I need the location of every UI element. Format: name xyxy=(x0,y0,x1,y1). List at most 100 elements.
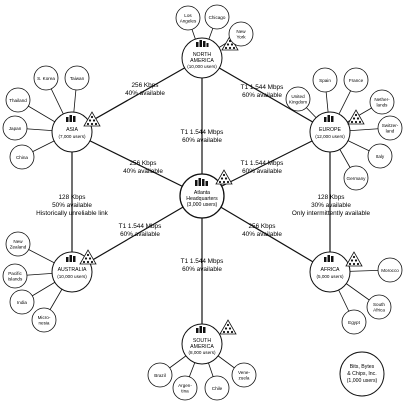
site-label: lands xyxy=(377,103,389,108)
site-node: Egypt xyxy=(341,309,367,335)
server-pyramid-icon xyxy=(79,249,97,265)
asia-na-avail: 40% available xyxy=(125,90,165,97)
sa-line1: SOUTH xyxy=(193,338,211,344)
link-labels: 256 Kbps 40% available T1 1.544 Mbps 60%… xyxy=(36,82,370,273)
region-africa: AFRICA (5,000 users) xyxy=(309,251,351,293)
na-line1: NORTH xyxy=(193,52,212,58)
link-hub-africa xyxy=(201,195,331,273)
site-label: New xyxy=(13,239,23,244)
asia-na-rate: 256 Kbps xyxy=(131,82,158,89)
site-node: Spain xyxy=(312,67,338,93)
site-label: Chile xyxy=(212,386,223,391)
site-label: Pacific xyxy=(8,271,22,276)
hub-australia-rate: T1 1.544 Mbps xyxy=(119,223,162,230)
na-europe-avail: 60% available xyxy=(242,92,282,99)
site-label: Egypt xyxy=(348,320,360,325)
hub-line2: Headquarters xyxy=(186,196,218,202)
na-europe-rate: T1 1.544 Mbps xyxy=(241,84,284,91)
site-label: Kingdom xyxy=(289,100,307,105)
hub-sa-rate: T1 1.544 Mbps xyxy=(181,258,224,265)
hub-africa-avail: 40% available xyxy=(242,231,282,238)
site-label: New xyxy=(236,29,246,34)
australia-line1: AUSTRALIA xyxy=(58,267,87,273)
site-label: Thailand xyxy=(9,98,27,103)
site-label: Argen- xyxy=(178,383,192,388)
site-label: Switzer- xyxy=(382,123,399,128)
site-label: Germany xyxy=(347,176,367,181)
site-label: Taiwan xyxy=(70,76,85,81)
asia-line1: ASIA xyxy=(66,127,78,133)
site-label: Africa xyxy=(373,308,385,313)
site-node: India xyxy=(9,289,35,315)
site-node: Japan xyxy=(2,115,28,141)
africa-line2: (5,000 users) xyxy=(316,274,344,279)
hub-australia-avail: 60% available xyxy=(120,231,160,238)
company-line3: (1,000 users) xyxy=(347,378,378,384)
site-node: Micro-nesia xyxy=(31,307,57,333)
company-line2: & Chips, Inc. xyxy=(347,371,376,377)
region-asia: ASIA (7,000 users) xyxy=(51,111,93,153)
server-pyramid-icon xyxy=(347,109,365,125)
site-node: Chicago xyxy=(204,4,230,30)
site-node: S. Korea xyxy=(33,65,59,91)
sa-line3: (8,000 users) xyxy=(188,350,216,355)
africa-line1: AFRICA xyxy=(320,267,340,273)
site-label: Islands xyxy=(8,277,23,282)
link-asia-hub xyxy=(71,131,203,197)
site-node: Italy xyxy=(367,143,393,169)
site-node: Switzer-land xyxy=(377,115,403,141)
hub-line1: Atlanta xyxy=(194,190,210,196)
hub-line3: (3,000 users) xyxy=(187,202,218,208)
site-node: France xyxy=(343,67,369,93)
asia-australia-note: Historically unreliable link xyxy=(36,210,109,217)
site-label: nesia xyxy=(39,321,50,326)
hub-africa-rate: 256 Kbps xyxy=(248,223,275,230)
europe-africa-note: Only intermittently available xyxy=(292,210,371,217)
asia-hub-rate: 256 Kbps xyxy=(129,160,156,167)
link-na-europe xyxy=(201,57,331,133)
site-label: zuela xyxy=(239,376,250,381)
na-line3: (10,000 users) xyxy=(187,64,217,69)
site-node: China xyxy=(9,144,35,170)
asia-hub-avail: 40% available xyxy=(123,168,163,175)
site-label: Italy xyxy=(376,154,385,159)
site-label: Brazil xyxy=(154,373,166,378)
site-label: Spain xyxy=(319,78,331,83)
site-label: China xyxy=(16,155,28,160)
hub-sa-avail: 60% available xyxy=(182,266,222,273)
site-label: Chicago xyxy=(209,15,226,20)
europe-line1: EUROPE xyxy=(319,127,341,133)
server-pyramid-icon xyxy=(345,251,363,267)
site-node: Taiwan xyxy=(64,65,90,91)
europe-africa-avail: 30% available xyxy=(311,202,351,209)
hub-europe-avail: 60% available xyxy=(242,168,282,175)
site-node: Germany xyxy=(343,165,369,191)
company-node: Bits, Bytes & Chips, Inc. (1,000 users) xyxy=(339,351,385,397)
site-label: South xyxy=(373,302,385,307)
site-node: Nether-lands xyxy=(369,89,395,115)
sa-line2: AMERICA xyxy=(190,344,214,350)
site-label: India xyxy=(17,300,27,305)
site-node: Thailand xyxy=(5,87,31,113)
region-south-america: SOUTH AMERICA (8,000 users) xyxy=(181,323,223,365)
main-links xyxy=(71,57,331,344)
server-pyramid-icon xyxy=(219,319,237,335)
site-label: Zealand xyxy=(10,245,27,250)
server-pyramid-icon xyxy=(83,111,101,127)
site-label: land xyxy=(386,129,395,134)
site-label: Morocco xyxy=(381,268,399,273)
company-line1: Bits, Bytes xyxy=(350,364,375,370)
site-label: United xyxy=(291,94,305,99)
site-node: Argen-tina xyxy=(172,375,198,401)
server-pyramid-icon xyxy=(221,35,239,51)
na-line2: AMERICA xyxy=(190,58,214,64)
site-label: France xyxy=(349,78,364,83)
europe-line2: (12,000 users) xyxy=(315,134,345,139)
link-hub-europe xyxy=(201,131,331,197)
